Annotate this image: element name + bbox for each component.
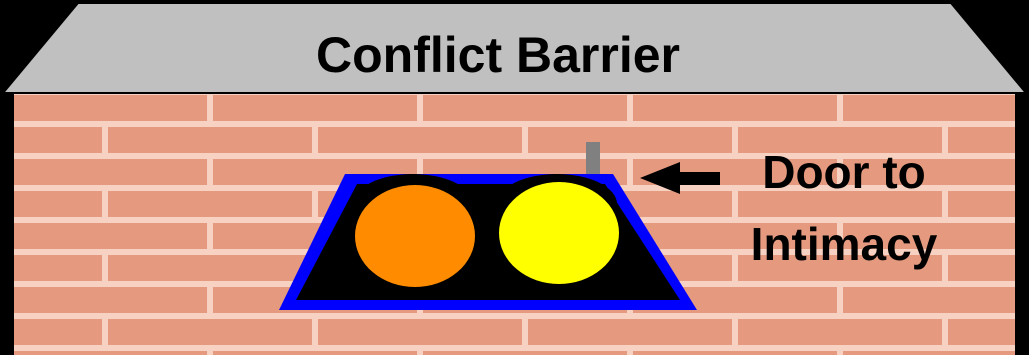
yellow-circle xyxy=(499,182,619,284)
title: Conflict Barrier xyxy=(316,27,680,83)
door-handle xyxy=(586,142,600,176)
orange-circle xyxy=(355,185,475,287)
roof xyxy=(0,2,1029,94)
left-arrow-icon xyxy=(640,162,720,194)
door-label-line2: Intimacy xyxy=(751,218,938,270)
door-label-line1: Door to xyxy=(762,146,926,198)
